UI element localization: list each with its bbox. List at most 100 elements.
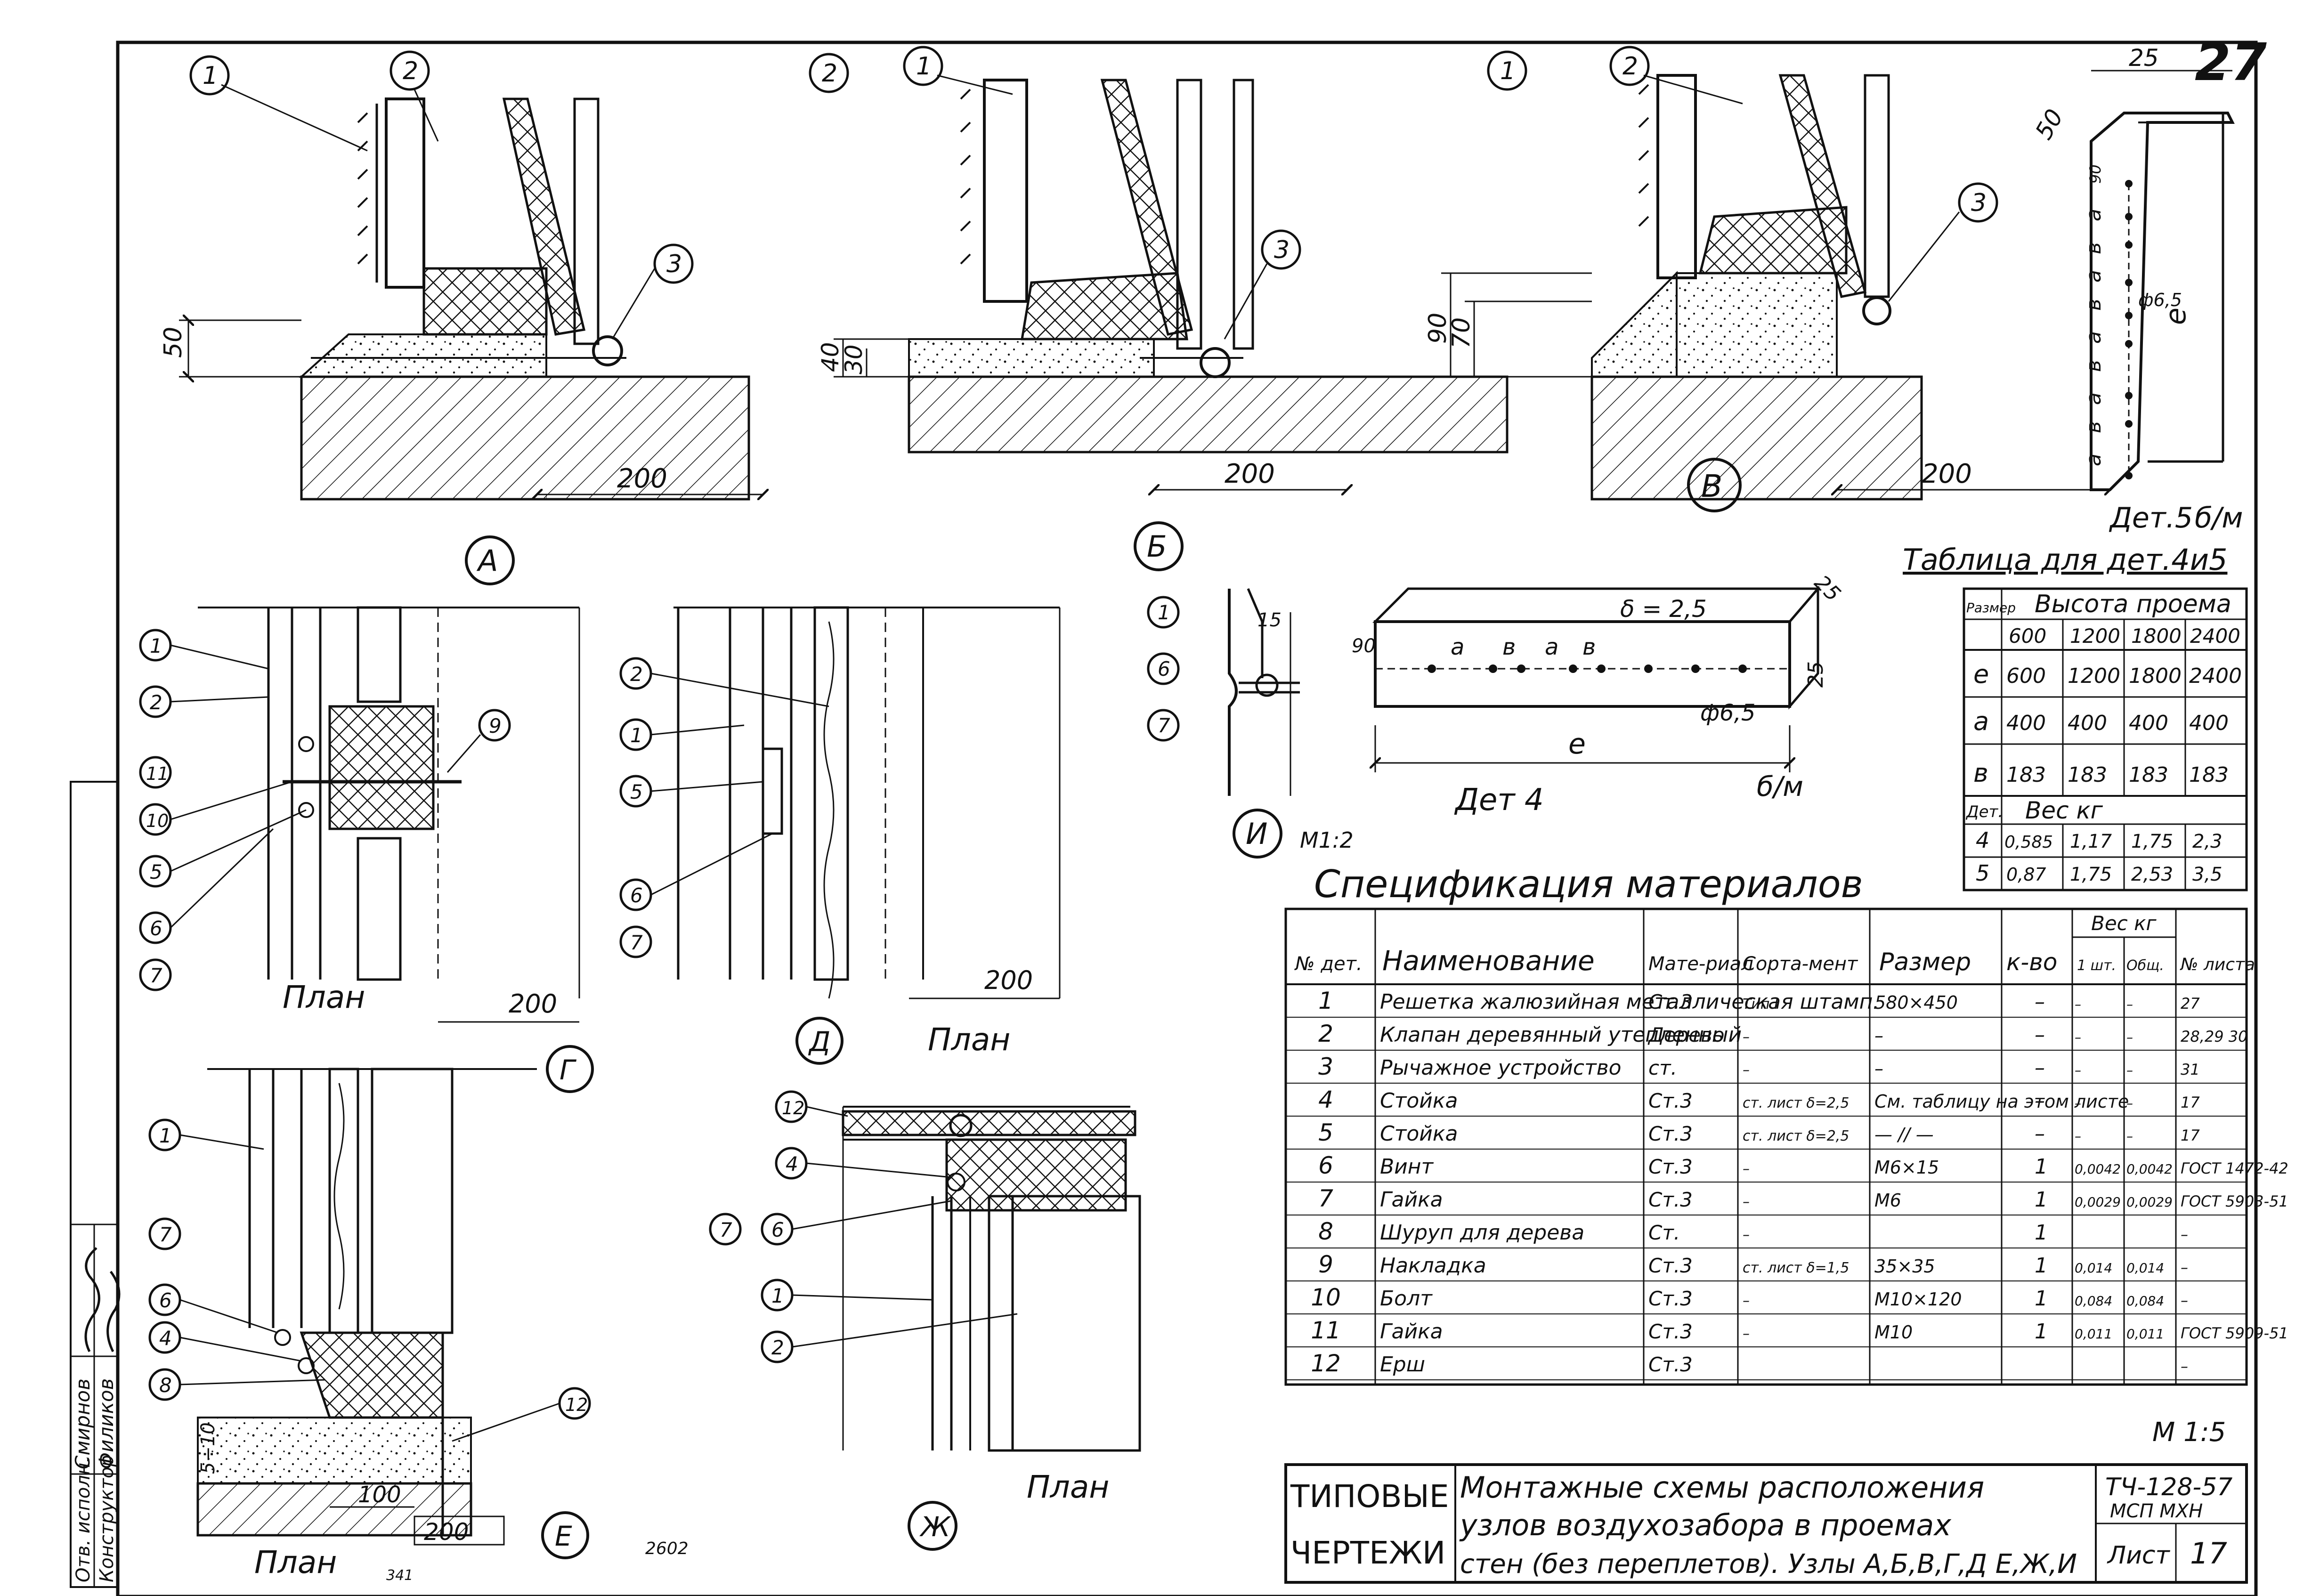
spec-cell-w1: – [2075,996,2081,1012]
svg-text:6: 6 [630,884,643,907]
svg-text:70: 70 [1447,317,1476,348]
spec-cell-size: 580×450 [1874,992,1958,1013]
spec-cell-mat: Ст. [1648,1221,1680,1244]
detail-b: 40 30 200 2 1 3 Б [809,46,1509,571]
svg-text:400: 400 [2129,711,2168,735]
spec-cell-sort: – [1743,1194,1750,1210]
spec-cell-no: 8 [1318,1218,1333,1245]
svg-text:а: а [2082,392,2106,405]
spec-cell-name: Гайка [1380,1320,1443,1344]
svg-text:Филиков: Филиков [95,1378,118,1469]
svg-text:8: 8 [159,1374,172,1397]
svg-text:3: 3 [666,250,682,278]
spec-cell-w1: – [2075,1062,2081,1078]
spec-cell-wt: 0,084 [2126,1293,2164,1309]
svg-text:50: 50 [159,327,187,358]
svg-text:2400: 2400 [2190,624,2240,648]
size-table: Таблица для дет.4и5 Размер Высота проема… [1903,543,2248,891]
side-stamp: Отв. исполн. Конструктор Смирнов Филиков [70,781,121,1588]
spec-cell-wt: 0,0042 [2126,1161,2173,1177]
spec-cell-sort: ст. лист δ=2,5 [1743,1095,1849,1111]
detail-a: 50 200 1 2 3 А [159,50,763,585]
spec-cell-w1: – [2075,1095,2081,1111]
spec-cell-no: 4 [1318,1086,1333,1113]
svg-text:Дет.5: Дет.5 [2109,502,2193,535]
spec-cell-mat: Ст.3 [1648,1353,1693,1376]
svg-text:а: а [2082,270,2106,283]
title-line3: стен (без переплетов). Узлы А,Б,В,Г,Д Е,… [1460,1549,2077,1580]
svg-text:200: 200 [509,989,557,1019]
spec-cell-qty: 1 [2035,1320,2048,1344]
svg-text:25: 25 [1804,661,1828,688]
page-number: 27 [2195,32,2267,92]
svg-text:в: в [2082,242,2106,254]
svg-text:183: 183 [2068,763,2107,787]
svg-text:1,75: 1,75 [2131,831,2173,852]
svg-text:1800: 1800 [2129,664,2182,688]
spec-cell-sheet: ГОСТ 5903-51 [2181,1192,2288,1210]
spec-cell-size: М10 [1874,1322,1913,1343]
svg-text:Сорта-мент: Сорта-мент [1743,953,1858,975]
svg-text:25: 25 [1809,571,1845,607]
spec-cell-size: М10×120 [1874,1289,1962,1310]
spec-cell-sort: – [1743,1029,1750,1045]
spec-cell-name: Шуруп для дерева [1380,1221,1584,1245]
svg-text:12: 12 [565,1394,588,1415]
svg-text:1,75: 1,75 [2070,864,2112,885]
svg-text:б/м: б/м [1757,770,1803,802]
svg-text:341: 341 [386,1567,413,1584]
spec-cell-mat: Ст.3 [1648,1155,1693,1178]
svg-text:б/м: б/м [2195,502,2243,535]
svg-text:в: в [1582,634,1596,660]
svg-text:Размер: Размер [1966,600,2016,616]
svg-text:1: 1 [630,724,643,747]
spec-cell-qty: 1 [2035,1254,2048,1278]
spec-cell-sort: ст. лист δ=2,5 [1743,1128,1849,1144]
spec-cell-qty: 1 [2035,1155,2048,1179]
spec-cell-w1: 0,011 [2075,1326,2112,1342]
svg-text:а: а [1451,634,1464,660]
spec-cell-sheet: ГОСТ 1472-42 [2181,1159,2288,1177]
svg-text:183: 183 [2129,763,2168,787]
svg-text:1200: 1200 [2068,664,2120,688]
svg-text:И: И [1246,817,1267,851]
svg-text:Вес кг: Вес кг [2025,797,2103,824]
scale-note: М 1:5 [2152,1417,2226,1448]
spec-cell-sheet: ГОСТ 5909-51 [2181,1324,2288,1342]
title-block: ТИПОВЫЕ ЧЕРТЕЖИ Монтажные схемы располож… [1284,1463,2248,1584]
svg-text:е: е [1973,659,1989,689]
spec-cell-sheet: – [2181,1291,2188,1309]
detail-v-marker [1687,458,1742,512]
svg-text:Г: Г [560,1054,577,1086]
spec-cell-qty: 1 [2035,1287,2048,1311]
svg-text:ф6,5: ф6,5 [1700,700,1755,726]
svg-text:в: в [2082,299,2106,311]
spec-cell-no: 1 [1318,987,1333,1014]
spec-cell-qty: 1 [2035,1188,2048,1212]
spec-cell-sort: – [1743,1161,1750,1177]
svg-text:План: План [928,1021,1010,1058]
detail-zh: План Ж 12 4 7 6 1 2 [709,1090,1141,1551]
svg-text:1: 1 [771,1284,784,1307]
spec-cell-sort: – [1743,1326,1750,1342]
size-table-title: Таблица для дет.4и5 [1903,543,2227,577]
spec-cell-wt: – [2126,1062,2133,1078]
svg-text:1: 1 [1500,57,1516,85]
spec-cell-w1: 0,084 [2075,1293,2112,1309]
svg-text:3,5: 3,5 [2192,864,2223,885]
spec-cell-size: — // — [1874,1124,1934,1145]
spec-cell-size: См. таблицу на этом листе [1874,1091,2129,1112]
spec-cell-no: 6 [1318,1152,1333,1179]
svg-text:1800: 1800 [2131,624,2182,648]
svg-text:1: 1 [1158,601,1170,624]
detail-e: 5÷10 100 200 План 341 Е 1 7 6 4 8 12 [148,1068,591,1584]
spec-cell-name: Гайка [1380,1188,1443,1212]
series-line1: ТИПОВЫЕ [1290,1478,1449,1515]
svg-text:7: 7 [1158,714,1170,737]
svg-text:№ дет.: № дет. [1294,953,1363,975]
svg-text:а: а [2082,331,2106,344]
svg-text:7: 7 [150,964,162,987]
spec-cell-wt: 0,011 [2126,1326,2164,1342]
svg-text:4: 4 [159,1327,172,1350]
spec-cell-name: Накладка [1380,1254,1486,1278]
